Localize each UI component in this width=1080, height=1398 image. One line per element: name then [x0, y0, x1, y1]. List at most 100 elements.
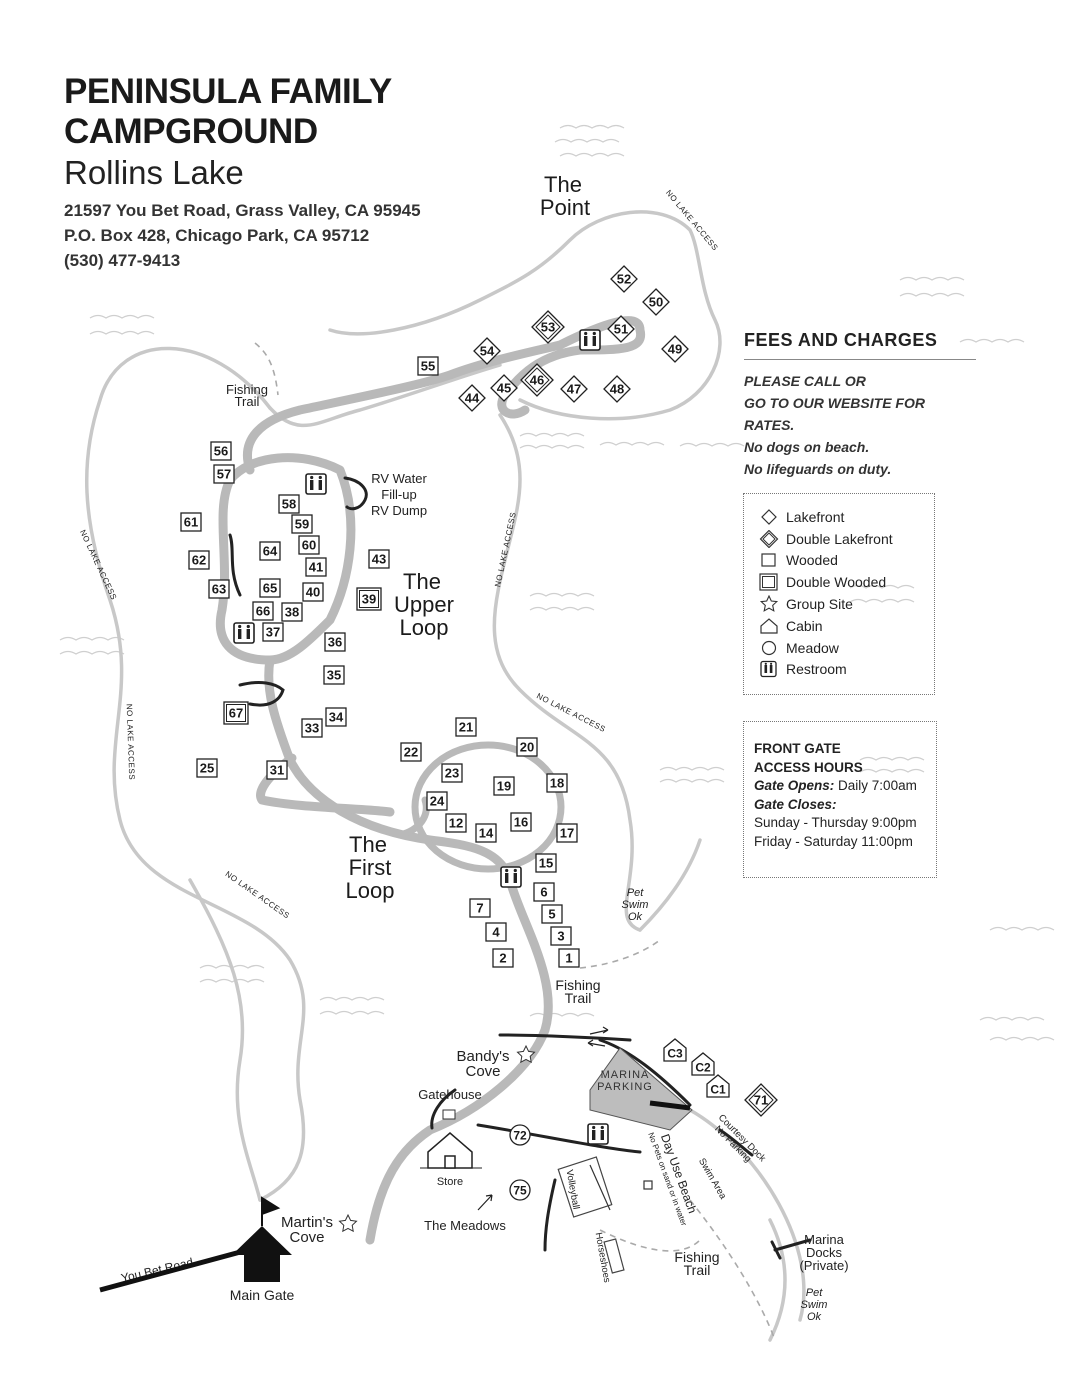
fees-line: No lifeguards on duty. — [744, 461, 892, 477]
site-number: 23 — [445, 766, 459, 781]
double-lakefront-site-53: 53 — [531, 310, 565, 344]
svg-text:Swim: Swim — [801, 1299, 828, 1311]
wooded-site-15: 15 — [535, 853, 557, 873]
gatehouse-icon — [442, 1109, 456, 1120]
wave-line — [659, 778, 725, 783]
wave-line — [519, 444, 585, 449]
wooded-site-12: 12 — [445, 813, 467, 833]
no-lake-access-label: NO LAKE ACCESS — [125, 704, 137, 781]
campground-title-line2: CAMPGROUND — [64, 112, 318, 151]
map-legend: Lakefront Double Lakefront Wooded Double… — [743, 493, 935, 695]
fees-line: GO TO OUR WEBSITE FOR RATES. — [744, 395, 925, 433]
wooded-site-14: 14 — [475, 823, 497, 843]
first-loop-label: The — [349, 832, 387, 857]
site-number: 37 — [266, 625, 280, 640]
wave-line — [659, 766, 725, 771]
fishing-trail-label: Fishing — [555, 977, 600, 993]
wave-line — [59, 650, 125, 655]
wooded-site-6: 6 — [533, 882, 555, 902]
pet-swim-label: Pet — [806, 1287, 823, 1299]
wave-line — [559, 152, 625, 157]
house-icon — [760, 618, 778, 634]
area-names: The Point The Upper Loop The First Loop — [346, 172, 591, 903]
wave-line — [599, 441, 665, 446]
black-paths — [228, 476, 812, 1260]
site-number: 4 — [492, 925, 500, 940]
wave-line — [519, 432, 585, 437]
site-number: 16 — [514, 815, 528, 830]
legend-item: Meadow — [758, 637, 934, 659]
lakefront-site-44: 44 — [458, 384, 486, 412]
site-number: 17 — [560, 826, 574, 841]
cabin-site-C3: C3 — [663, 1038, 687, 1062]
volleyball-court-icon — [557, 1156, 613, 1218]
wooded-site-38: 38 — [281, 602, 303, 622]
gate-opens: Gate Opens: Daily 7:00am — [754, 778, 917, 794]
site-number: 5 — [548, 907, 555, 922]
po-box-address: P.O. Box 428, Chicago Park, CA 95712 — [64, 226, 370, 245]
site-number: 55 — [421, 359, 435, 374]
wooded-site-34: 34 — [325, 707, 347, 727]
wooded-site-33: 33 — [301, 718, 323, 738]
arrow-icon — [587, 1039, 606, 1047]
site-number: C1 — [710, 1083, 726, 1097]
site-number: C2 — [695, 1061, 711, 1075]
wave-line — [849, 598, 915, 603]
wooded-site-37: 37 — [262, 622, 284, 642]
wooded-site-3: 3 — [550, 926, 572, 946]
site-number: 15 — [539, 856, 553, 871]
group-site-star-icon — [516, 1044, 536, 1064]
store-label: Store — [437, 1176, 463, 1188]
water-waves — [59, 124, 1055, 1041]
site-number: 54 — [480, 344, 495, 359]
wooded-site-21: 21 — [455, 717, 477, 737]
lakefront-site-48: 48 — [603, 375, 631, 403]
legend-item: Wooded — [758, 550, 934, 572]
wave-line — [959, 338, 1025, 343]
main-gate-icon — [99, 1196, 292, 1293]
wave-line — [529, 1012, 595, 1017]
double-wooded-site-39: 39 — [356, 587, 382, 611]
svg-text:RV Dump: RV Dump — [371, 503, 427, 518]
wave-line — [529, 606, 595, 611]
wooded-site-4: 4 — [485, 922, 507, 942]
site-number: 24 — [430, 794, 445, 809]
wooded-site-2: 2 — [492, 948, 514, 968]
gate-closes-label: Gate Closes: — [754, 796, 837, 812]
svg-text:Swim: Swim — [622, 899, 649, 911]
restroom-icon — [305, 473, 327, 495]
site-number: 18 — [550, 776, 564, 791]
store-cabin-icon — [420, 1132, 482, 1169]
group-site-star-icon — [338, 1213, 358, 1233]
campground-title: PENINSULA FAMILY — [64, 72, 392, 111]
wooded-site-18: 18 — [546, 773, 568, 793]
gate-close-time: Sunday - Thursday 9:00pm — [754, 815, 917, 831]
wave-line — [319, 996, 385, 1001]
fishing-trail-label: Fishing — [226, 382, 268, 397]
site-number: 25 — [200, 761, 214, 776]
site-number: 20 — [520, 740, 534, 755]
site-number: 38 — [285, 605, 299, 620]
site-number: 7 — [476, 901, 483, 916]
circle-icon — [761, 640, 777, 655]
lakefront-site-50: 50 — [642, 288, 670, 316]
svg-text:Cove: Cove — [289, 1229, 324, 1246]
header: PENINSULA FAMILY CAMPGROUND Rollins Lake… — [64, 72, 421, 273]
lakefront-site-51: 51 — [607, 315, 635, 343]
site-number: 33 — [305, 721, 319, 736]
street-address: 21597 You Bet Road, Grass Valley, CA 959… — [64, 201, 421, 220]
cabin-site-C1: C1 — [706, 1074, 730, 1098]
site-number: 43 — [372, 552, 386, 567]
wooded-site-24: 24 — [426, 791, 448, 811]
wave-line — [849, 584, 915, 589]
site-number: 44 — [465, 391, 480, 406]
wave-line — [529, 592, 595, 597]
site-number: 71 — [754, 1093, 768, 1108]
svg-text:(Private): (Private) — [799, 1258, 848, 1273]
legend-item: Lakefront — [758, 506, 934, 528]
site-number: 46 — [530, 373, 544, 388]
wooded-site-16: 16 — [510, 812, 532, 832]
site-number: 59 — [295, 517, 309, 532]
wooded-site-7: 7 — [469, 898, 491, 918]
map-icons — [99, 1026, 653, 1293]
